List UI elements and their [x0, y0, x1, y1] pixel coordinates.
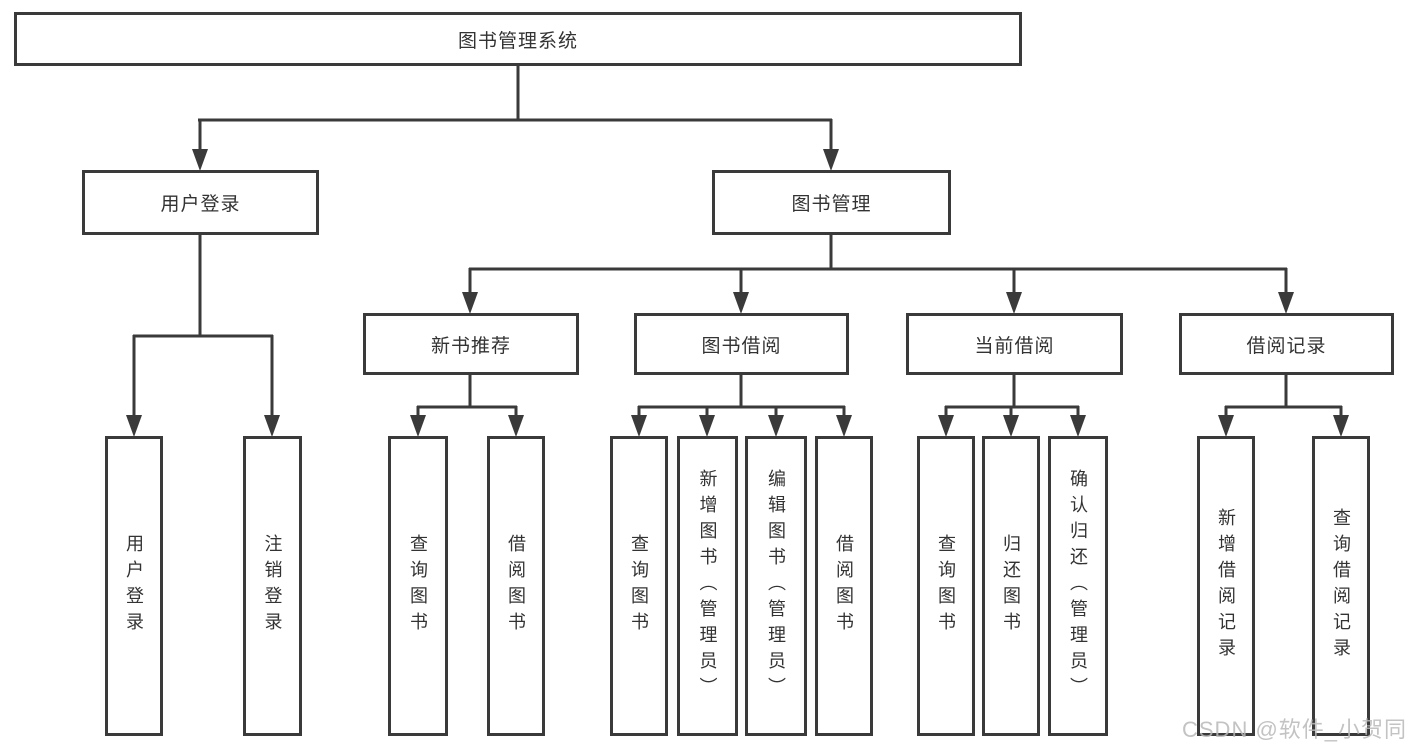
- leaf-add-borrow-record: 新增借阅记录: [1197, 436, 1255, 736]
- leaf-edit-book-admin: 编辑图书（管理员）: [745, 436, 807, 736]
- leaf-query-book-newrec: 查询图书: [388, 436, 448, 736]
- node-user-login: 用户登录: [82, 170, 319, 235]
- node-borrowing-records: 借阅记录: [1179, 313, 1394, 375]
- leaf-user-login: 用户登录: [105, 436, 163, 736]
- leaf-logout-login: 注销登录: [243, 436, 302, 736]
- leaf-confirm-return-admin: 确认归还（管理员）: [1048, 436, 1108, 736]
- leaf-add-book-admin: 新增图书（管理员）: [677, 436, 738, 736]
- leaf-borrow-book-newrec: 借阅图书: [487, 436, 545, 736]
- leaf-query-borrow-record: 查询借阅记录: [1312, 436, 1370, 736]
- leaf-borrow-book: 借阅图书: [815, 436, 873, 736]
- leaf-query-book-borrow: 查询图书: [610, 436, 668, 736]
- arrowheads: [126, 149, 1349, 437]
- node-new-book-recommendation: 新书推荐: [363, 313, 579, 375]
- csdn-watermark: CSDN @软件_小贺同学: [1182, 717, 1405, 742]
- node-book-borrowing: 图书借阅: [634, 313, 849, 375]
- leaf-return-book: 归还图书: [982, 436, 1040, 736]
- node-current-borrowing: 当前借阅: [906, 313, 1123, 375]
- node-library-management-system: 图书管理系统: [14, 12, 1022, 66]
- leaf-query-book-current: 查询图书: [917, 436, 975, 736]
- node-book-management: 图书管理: [712, 170, 951, 235]
